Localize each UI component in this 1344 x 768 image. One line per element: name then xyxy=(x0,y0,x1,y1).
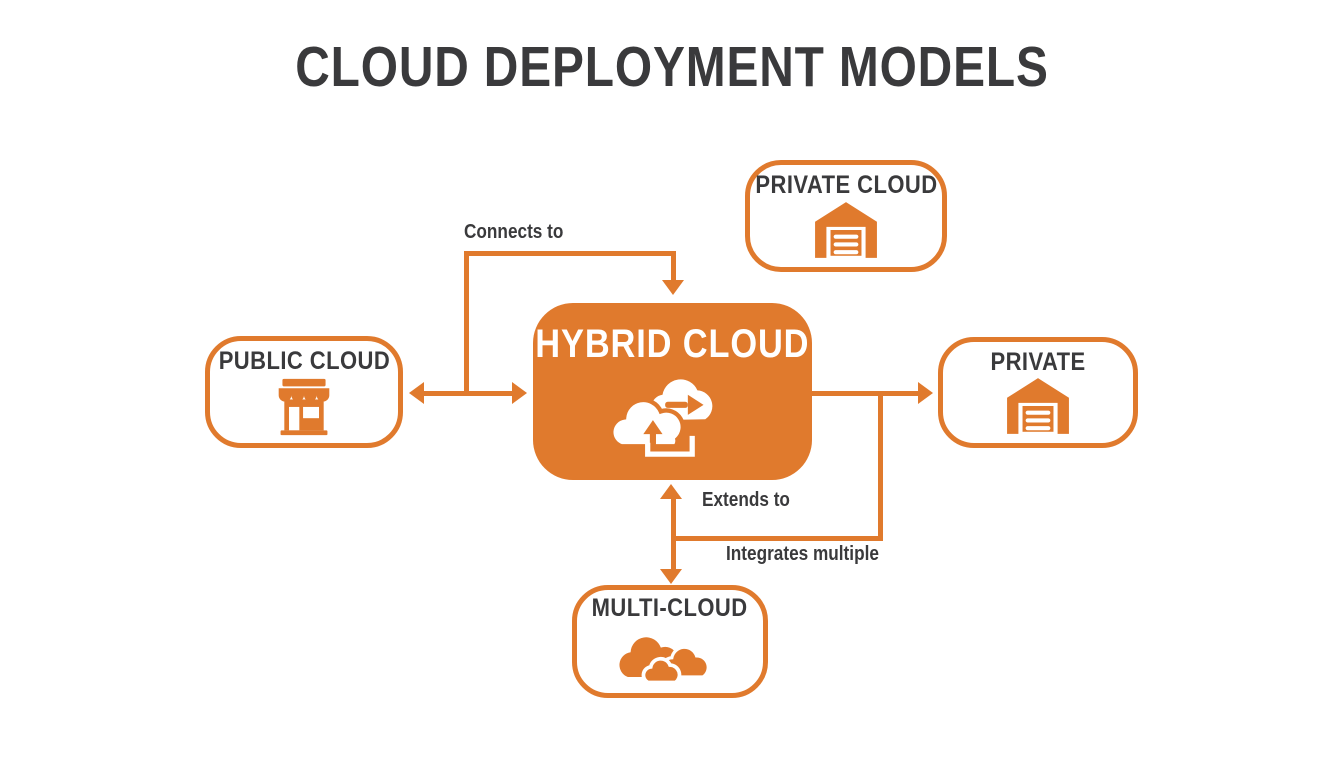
node-private-label: PRIVATE xyxy=(990,347,1086,376)
arrowhead-right-to-private xyxy=(918,382,933,404)
connector-right-vertical xyxy=(878,393,883,541)
multi-clouds-icon xyxy=(619,637,710,685)
node-private-cloud: PRIVATE CLOUD xyxy=(745,160,947,272)
node-private-cloud-label: PRIVATE CLOUD xyxy=(754,171,938,200)
garage-icon xyxy=(1007,378,1069,435)
connector-bottom-horizontal xyxy=(671,536,883,541)
node-private: PRIVATE xyxy=(938,337,1138,448)
node-public-cloud-label: PUBLIC CLOUD xyxy=(218,347,390,376)
arrowhead-right-to-hybrid xyxy=(512,382,527,404)
arrowhead-left-to-public xyxy=(409,382,424,404)
arrowhead-down-into-hybrid xyxy=(662,280,684,295)
connector-connects-horizontal xyxy=(464,251,676,256)
hybrid-clouds-icon xyxy=(608,378,712,457)
storefront-icon xyxy=(278,378,330,435)
connector-hybrid-private xyxy=(812,391,920,396)
garage-icon xyxy=(815,201,877,258)
edge-label-extends-to: Extends to xyxy=(702,489,790,511)
edge-label-integrates-multiple: Integrates multiple xyxy=(726,543,879,565)
node-multi-cloud: MULTI-CLOUD xyxy=(572,585,768,698)
arrowhead-up-to-hybrid xyxy=(660,484,682,499)
arrowhead-down-to-multi xyxy=(660,569,682,584)
connector-connects-drop xyxy=(671,251,676,281)
node-public-cloud: PUBLIC CLOUD xyxy=(205,336,403,448)
edge-label-connects-to: Connects to xyxy=(464,221,564,243)
connector-hybrid-multi xyxy=(671,497,676,571)
page-title: CLOUD DEPLOYMENT MODELS xyxy=(295,35,1049,99)
node-hybrid-cloud: HYBRID CLOUD xyxy=(533,303,812,480)
node-hybrid-cloud-label: HYBRID CLOUD xyxy=(535,321,810,366)
connector-connects-left-vertical xyxy=(464,251,469,393)
connector-public-hybrid xyxy=(424,391,512,396)
node-multi-cloud-label: MULTI-CLOUD xyxy=(592,593,748,622)
